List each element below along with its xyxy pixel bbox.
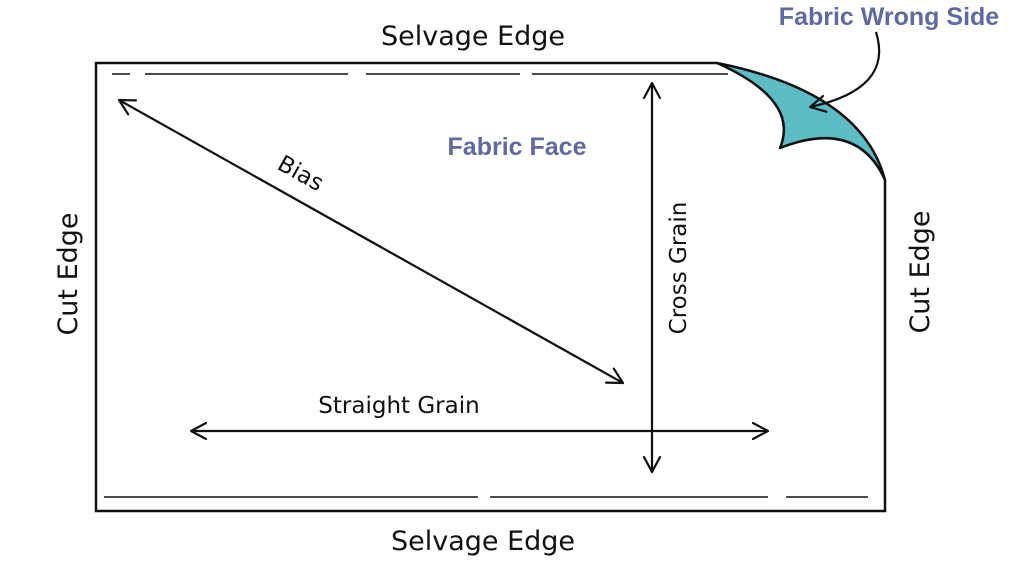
- cut-edge-left-label: Cut Edge: [53, 212, 84, 335]
- cut-edge-right-label: Cut Edge: [905, 210, 936, 333]
- fabric-wrong-side-label: Fabric Wrong Side: [779, 3, 999, 31]
- selvage-top-label: Selvage Edge: [381, 21, 565, 52]
- bias-arrow: [117, 98, 625, 385]
- wrong-side-pointer-arrow: [808, 31, 881, 113]
- selvage-bottom-label: Selvage Edge: [391, 526, 575, 557]
- cross-grain-label: Cross Grain: [666, 202, 692, 335]
- fabric-wrong-side-fold: [715, 61, 887, 182]
- fabric-face-label: Fabric Face: [448, 133, 587, 161]
- fabric-outline: [94, 61, 887, 513]
- straight-grain-label: Straight Grain: [318, 393, 479, 419]
